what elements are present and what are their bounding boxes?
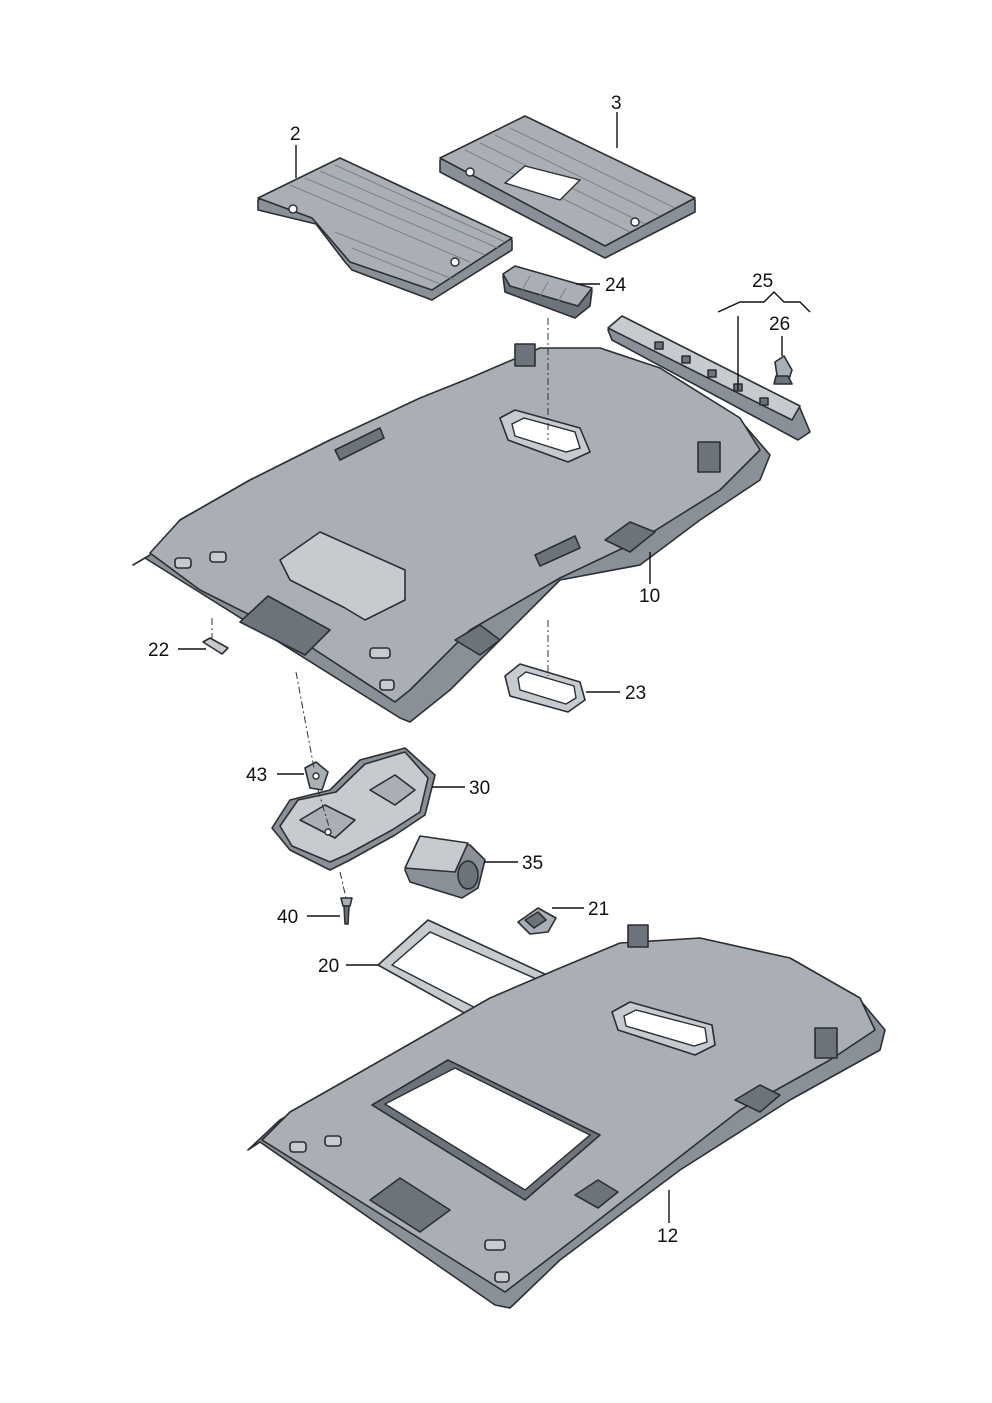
label-2: 2	[290, 124, 301, 145]
label-12: 12	[657, 1226, 678, 1247]
part-2-mat-left	[257, 157, 513, 301]
label-20: 20	[318, 956, 339, 977]
label-43: 43	[246, 765, 267, 786]
label-25: 25	[752, 271, 773, 292]
part-35-lamp-unit	[404, 835, 486, 899]
assembly-lines	[211, 318, 549, 899]
label-35: 35	[522, 853, 543, 874]
part-22-frame	[202, 637, 229, 655]
label-40: 40	[277, 907, 298, 928]
label-10: 10	[639, 586, 660, 607]
label-23: 23	[625, 683, 646, 704]
part-40-screw	[340, 897, 353, 925]
label-24: 24	[605, 275, 627, 296]
label-22: 22	[148, 640, 169, 661]
part-30-console	[271, 747, 436, 871]
leader-lines	[178, 112, 811, 1223]
label-30: 30	[469, 778, 490, 799]
part-3-mat-right	[439, 115, 696, 259]
part-12-headliner	[247, 924, 886, 1309]
part-10-headliner	[132, 343, 771, 723]
part-21-clip	[517, 907, 557, 935]
part-26-clip	[773, 355, 793, 385]
label-21: 21	[588, 899, 609, 920]
part-25-strip	[607, 315, 811, 441]
label-26: 26	[769, 314, 790, 335]
part-24-lamp-cover	[502, 265, 593, 319]
part-43-bracket	[304, 761, 329, 791]
part-labels: 2 3 24 25 26 10 22 23 43 30 35 40 21 20 …	[148, 93, 790, 1247]
label-3: 3	[611, 93, 622, 114]
part-23-gasket	[504, 663, 586, 713]
